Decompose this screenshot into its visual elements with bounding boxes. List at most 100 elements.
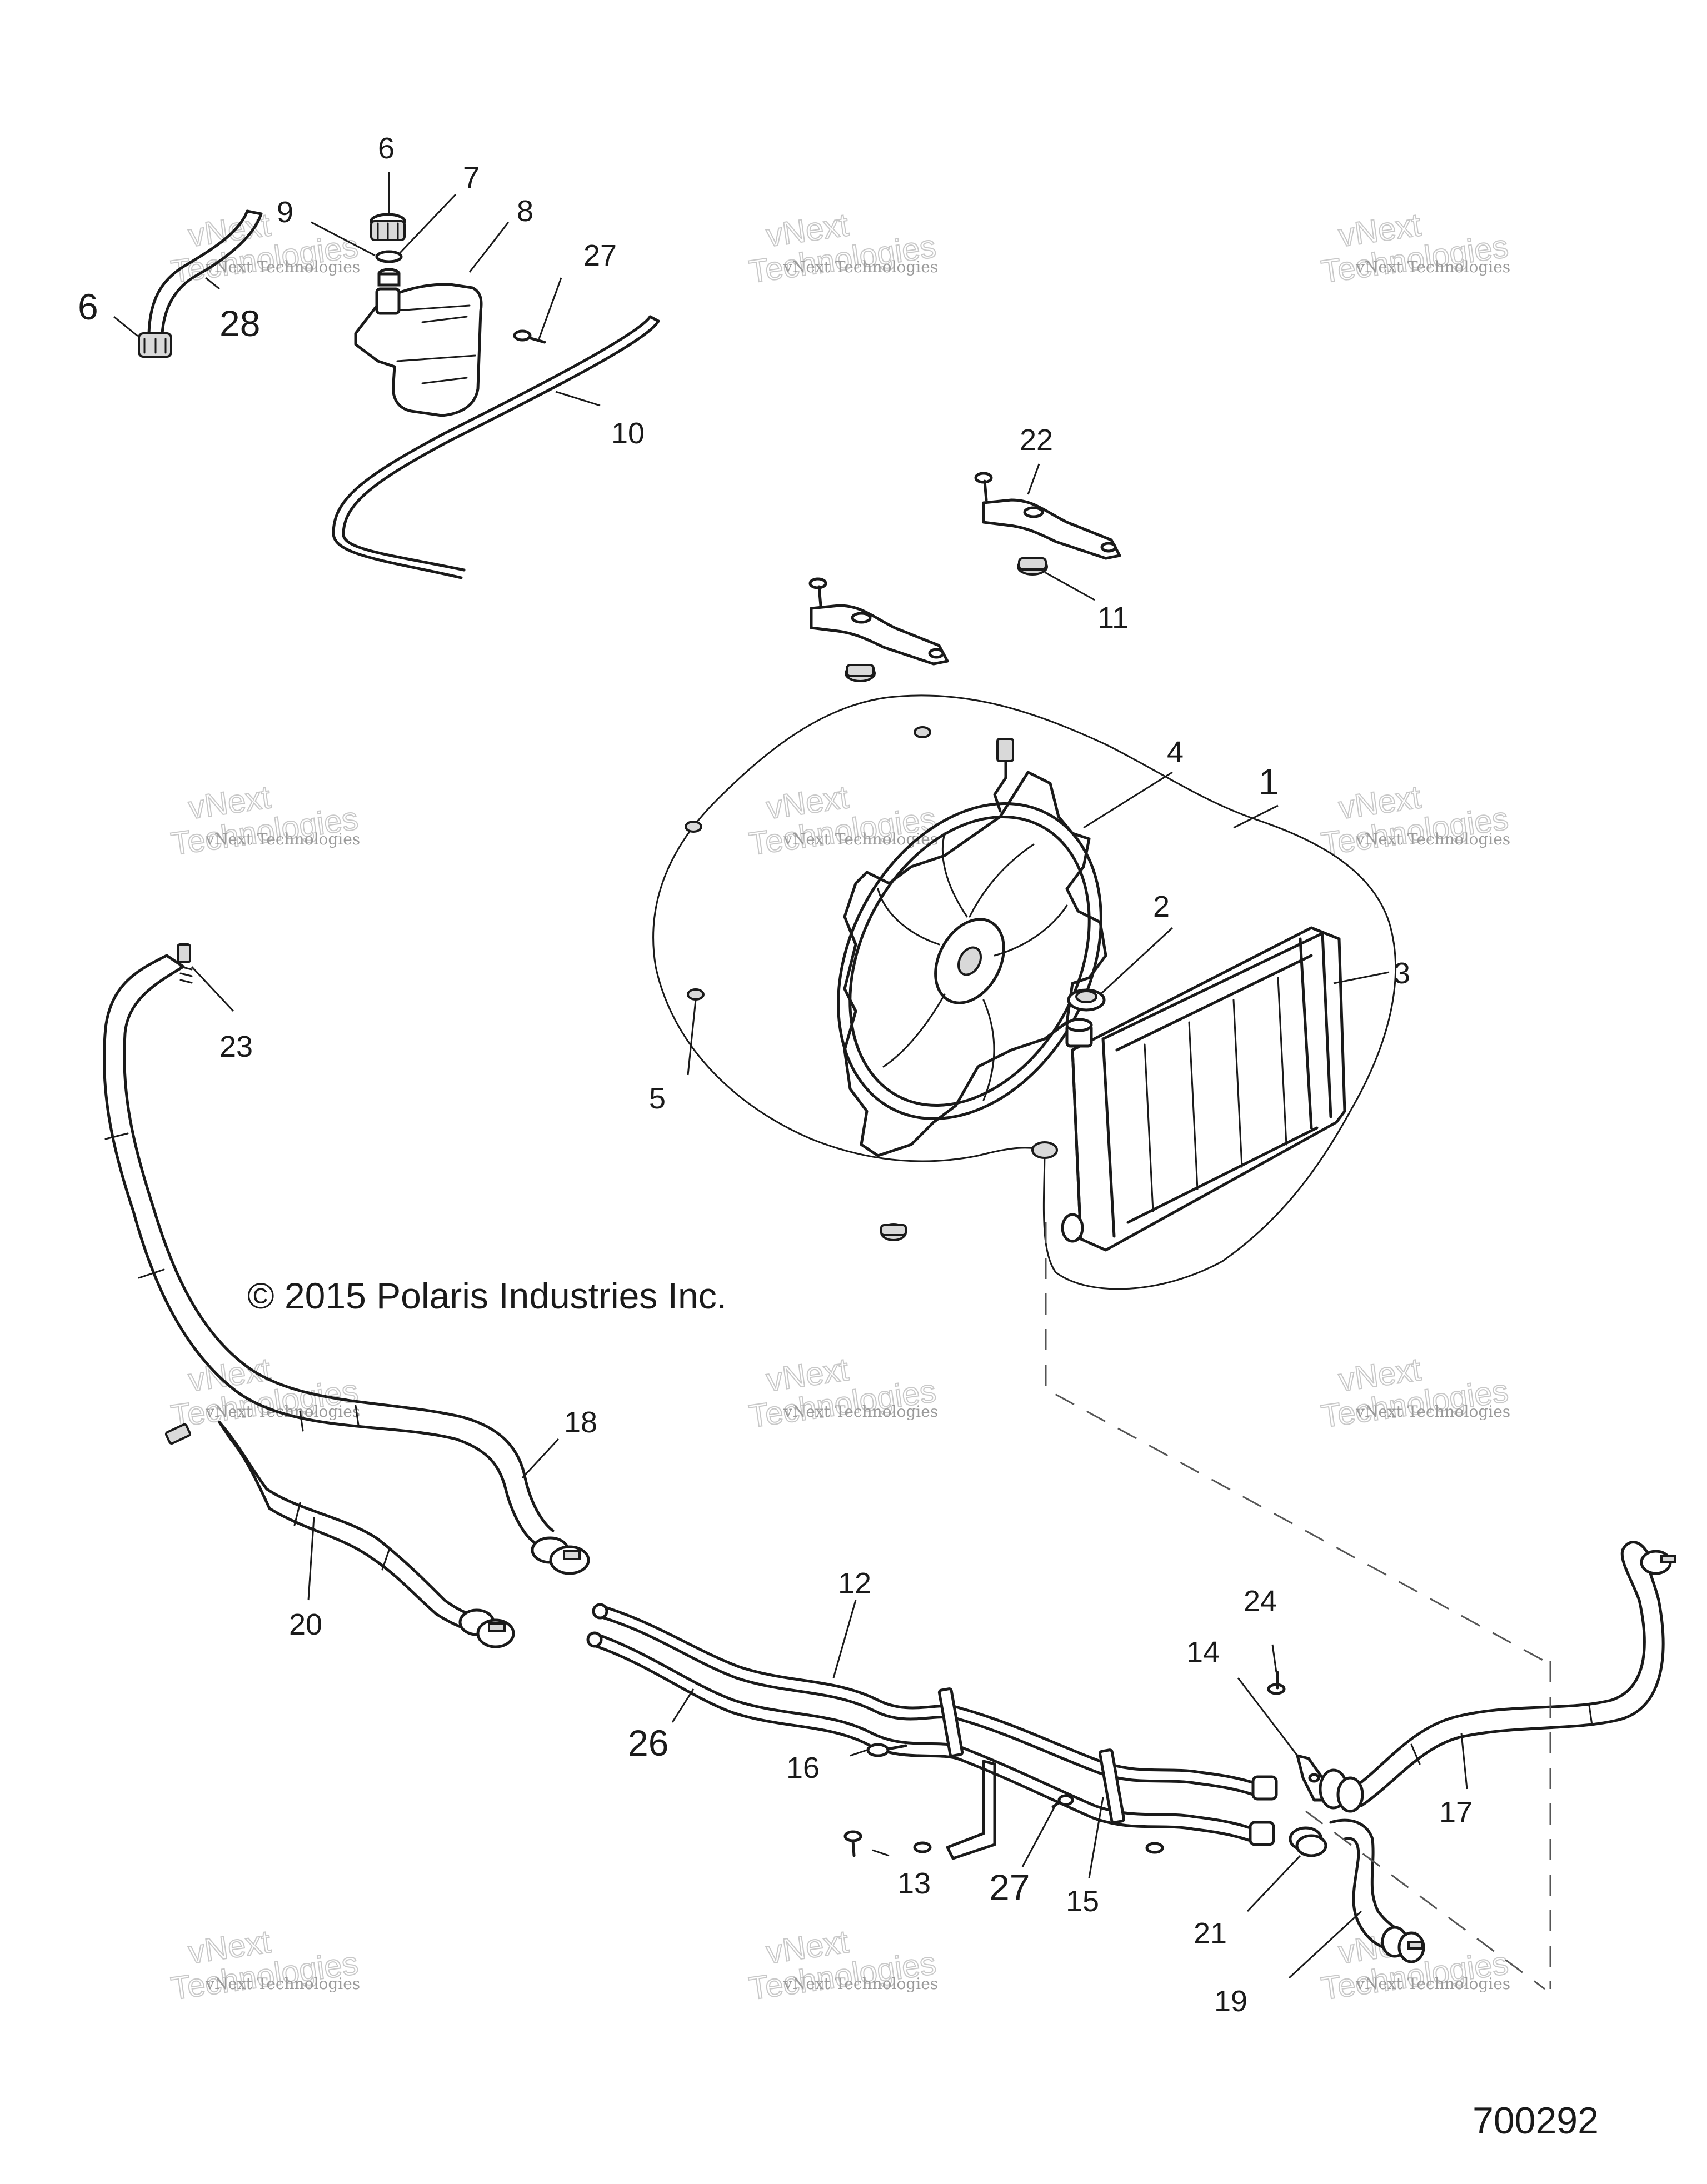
cap-6-top <box>370 213 406 241</box>
watermark: vNext Technologies vNext Technologies <box>1319 206 1511 291</box>
watermark: vNext Technologies vNext Technologies <box>1319 778 1511 863</box>
callout-4: 4 <box>1167 736 1184 769</box>
leader-lines <box>113 172 1468 1979</box>
coolant-bottle-8 <box>354 283 483 417</box>
callout-20: 20 <box>289 1608 322 1641</box>
callout-14: 14 <box>1186 1636 1220 1669</box>
svg-text:vNext Technologies: vNext Technologies <box>205 830 360 848</box>
bolt-24 <box>1267 1671 1286 1695</box>
hose-clamp-19 <box>1381 1926 1425 1963</box>
callout-25: 27 <box>583 239 617 272</box>
reference-lines <box>1045 1222 1551 1990</box>
bracket-13 <box>913 1760 996 1860</box>
callout-18: 18 <box>564 1406 597 1439</box>
overflow-hose-28 <box>147 209 263 335</box>
screw-25 <box>513 329 546 344</box>
svg-text:vNext Technologies: vNext Technologies <box>205 1975 360 1993</box>
radiator-3 <box>1061 926 1346 1252</box>
hose-clamp-17-top <box>1640 1550 1676 1575</box>
svg-text:vNext Technologies: vNext Technologies <box>1355 830 1510 848</box>
hose-clamp-20 <box>458 1608 515 1648</box>
screw-16 <box>866 1743 907 1757</box>
coolant-tube-26 <box>586 1631 1275 1846</box>
hose-clamp-17-bottom <box>1319 1768 1364 1813</box>
overflow-tube-10 <box>332 315 660 579</box>
bolt-22 <box>974 472 993 502</box>
nut-top <box>914 726 931 738</box>
svg-text:vNext Technologies: vNext Technologies <box>1355 1402 1510 1421</box>
bolt-lower-strap <box>808 577 827 607</box>
callout-10: 10 <box>611 417 645 450</box>
screw-13 <box>843 1830 862 1857</box>
svg-text:vNext Technologies: vNext Technologies <box>783 1975 938 1993</box>
callout-6-left: 6 <box>78 286 98 327</box>
hose-clamp-21 <box>1289 1826 1327 1857</box>
callout-1: 1 <box>1259 761 1279 802</box>
callout-2: 2 <box>1153 890 1170 923</box>
mount-strap-lower <box>810 604 949 666</box>
callout-22: 22 <box>1020 423 1053 457</box>
callout-27: 27 <box>989 1867 1030 1908</box>
cap-6-left <box>138 332 172 358</box>
grommet-bottom-1 <box>1031 1141 1058 1159</box>
svg-text:vNext Technologies: vNext Technologies <box>1355 258 1510 276</box>
grommet-lower-strap <box>845 664 876 682</box>
callout-24: 24 <box>1244 1585 1277 1618</box>
watermark: vNext Technologies vNext Technologies <box>168 1923 361 2007</box>
callout-13: 13 <box>897 1867 931 1900</box>
callout-12: 12 <box>838 1567 871 1600</box>
watermark: vNext Technologies vNext Technologies <box>168 778 361 863</box>
svg-text:vNext Technologies: vNext Technologies <box>783 258 938 276</box>
callout-5: 5 <box>649 1082 666 1115</box>
watermark: vNext Technologies vNext Technologies <box>746 1351 939 1435</box>
callout-21: 21 <box>1194 1917 1227 1950</box>
copyright-notice: © 2015 Polaris Industries Inc. <box>247 1275 727 1316</box>
mount-strap-22 <box>982 498 1121 560</box>
callout-3: 3 <box>1394 957 1410 990</box>
watermark: vNext Technologies vNext Technologies <box>746 778 939 863</box>
grommet-bottom-2 <box>880 1223 907 1241</box>
svg-text:vNext Technologies: vNext Technologies <box>205 1402 360 1421</box>
hose-clamp-18 <box>531 1536 590 1575</box>
bleed-nipple-20 <box>164 1423 191 1445</box>
svg-text:vNext Technologies: vNext Technologies <box>783 830 938 848</box>
nut-left-upper <box>685 821 702 833</box>
screw-15 <box>1145 1842 1164 1854</box>
document-number: 700292 <box>1473 2100 1599 2142</box>
hose-19 <box>1329 1818 1405 1952</box>
svg-text:vNext Technologies: vNext Technologies <box>205 258 360 276</box>
callout-17: 17 <box>1439 1796 1473 1829</box>
callout-26: 26 <box>628 1722 668 1763</box>
watermark: vNext Technologies vNext Technologies <box>746 1923 939 2007</box>
radiator-cap-2 <box>1067 988 1106 1012</box>
nut-5 <box>687 988 705 1001</box>
watermark: vNext Technologies vNext Technologies <box>746 206 939 291</box>
bleed-screw-23 <box>177 943 193 984</box>
hose-17 <box>1354 1541 1665 1807</box>
watermark: vNext Technologies vNext Technologies <box>1319 1351 1511 1435</box>
watermark: vNext Technologies vNext Technologies <box>168 206 361 291</box>
callout-28: 28 <box>219 303 260 344</box>
callout-7: 7 <box>463 161 480 194</box>
svg-text:vNext Technologies: vNext Technologies <box>1355 1975 1510 1993</box>
callouts: 6 7 8 9 27 6 28 10 22 11 4 1 2 3 5 23 18… <box>78 132 1473 2018</box>
washer-9 <box>375 250 403 263</box>
hose-20 <box>218 1421 480 1632</box>
coolant-tube-12 <box>592 1603 1278 1801</box>
callout-23: 23 <box>219 1030 253 1063</box>
tube-brackets <box>937 1687 1125 1824</box>
callout-9: 9 <box>277 196 293 229</box>
filler-neck-7 <box>377 268 401 287</box>
callout-6: 6 <box>378 132 395 165</box>
radiator-assembly-outline-1 <box>652 694 1397 1290</box>
callout-8: 8 <box>517 194 533 228</box>
grommet-11 <box>1017 557 1048 576</box>
callout-11: 11 <box>1097 601 1129 634</box>
callout-15: 15 <box>1066 1885 1099 1918</box>
callout-16: 16 <box>786 1751 820 1785</box>
screw-27 <box>1051 1794 1074 1808</box>
fan-assembly-4 <box>837 738 1107 1157</box>
callout-19: 19 <box>1214 1985 1247 2018</box>
hose-18 <box>102 954 555 1543</box>
